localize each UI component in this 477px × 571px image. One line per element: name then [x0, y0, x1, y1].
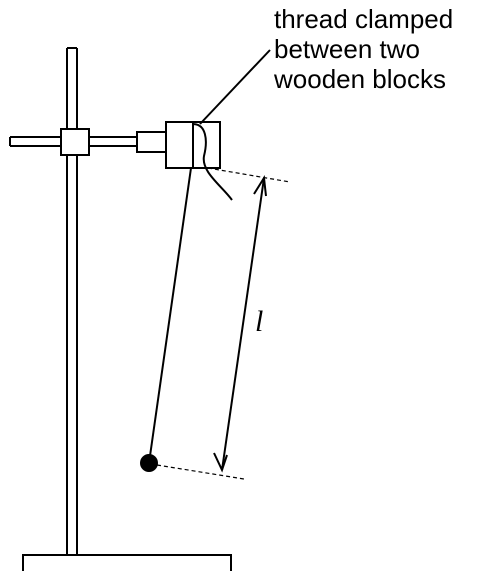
thread-clamp-annotation: thread clamped between two wooden blocks	[274, 4, 453, 94]
pendulum-bob	[140, 454, 158, 472]
clamp-arm-left	[9, 136, 61, 147]
bottom-reference-dashed-line	[156, 464, 245, 480]
pendulum-thread	[148, 167, 192, 464]
thread-loose-end	[192, 123, 233, 201]
annotation-leader-line	[199, 49, 271, 125]
top-reference-dashed-line	[207, 167, 291, 183]
boss-head	[60, 128, 90, 156]
clamp-jaw	[136, 131, 167, 153]
annotation-line-3: wooden blocks	[274, 64, 446, 94]
stand-rod	[66, 47, 78, 555]
length-label: l	[255, 305, 264, 338]
annotation-line-1: thread clamped	[274, 4, 454, 34]
clamp-arm-right	[89, 136, 137, 147]
stand-base	[22, 554, 232, 571]
annotation-line-2: between two	[274, 34, 420, 64]
length-arrow	[213, 175, 267, 473]
